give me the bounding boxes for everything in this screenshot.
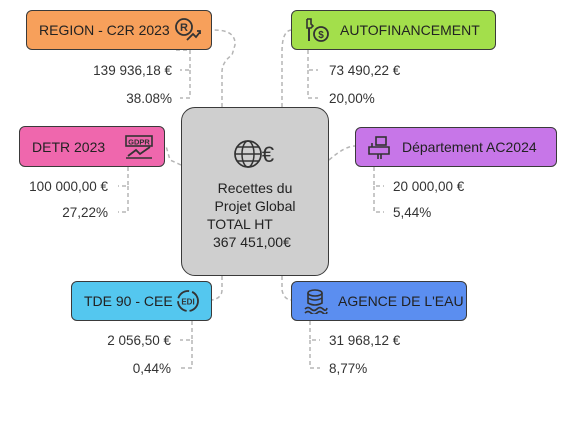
source-box-departement: Département AC2024	[355, 127, 557, 167]
water-database-icon	[302, 288, 328, 314]
center-summary-box: € Recettes du Projet Global TOTAL HT 367…	[181, 107, 329, 276]
tools-money-icon: $	[302, 16, 330, 44]
amount-agence-eau: 31 968,12 €	[329, 333, 401, 348]
mailbox-icon	[366, 134, 392, 160]
amount-region: 139 936,18 €	[93, 63, 172, 78]
percent-departement: 5,44%	[393, 205, 432, 220]
source-box-autofinancement: $ AUTOFINANCEMENT	[291, 10, 496, 50]
globe-euro-icon: €	[232, 136, 278, 172]
svg-text:GDPR: GDPR	[128, 137, 150, 146]
percent-region: 38.08%	[126, 91, 172, 106]
center-title-line2: Projet Global	[214, 198, 296, 214]
center-total-value: 367 451,00€	[213, 234, 291, 250]
percent-tde: 0,44%	[132, 361, 171, 376]
source-box-detr: DETR 2023 GDPR	[19, 126, 165, 167]
source-label-departement: Département AC2024	[402, 139, 537, 155]
edi-icon: EDI	[175, 288, 201, 314]
percent-detr: 27,22%	[62, 205, 108, 220]
svg-text:€: €	[262, 142, 274, 167]
source-box-tde: TDE 90 - CEE EDI	[71, 281, 212, 321]
registered-growth-icon: R	[173, 16, 201, 44]
percent-agence-eau: 8,77%	[329, 361, 368, 376]
center-title-line1: Recettes du	[217, 180, 293, 196]
source-label-agence-eau: AGENCE DE L'EAU	[338, 293, 464, 309]
amount-departement: 20 000,00 €	[393, 179, 465, 194]
svg-text:EDI: EDI	[181, 298, 194, 307]
amount-detr: 100 000,00 €	[29, 179, 108, 194]
source-label-region: REGION - C2R 2023	[39, 22, 170, 38]
svg-text:$: $	[318, 30, 324, 41]
percent-autofinancement: 20,00%	[329, 91, 375, 106]
source-label-detr: DETR 2023	[32, 138, 106, 155]
amount-autofinancement: 73 490,22 €	[329, 63, 401, 78]
source-label-autofinancement: AUTOFINANCEMENT	[340, 22, 480, 38]
gdpr-icon: GDPR	[124, 134, 154, 160]
source-label-tde: TDE 90 - CEE	[84, 293, 173, 309]
source-box-agence-eau: AGENCE DE L'EAU	[291, 281, 467, 321]
source-box-region: REGION - C2R 2023 R	[26, 10, 212, 50]
svg-text:R: R	[180, 22, 188, 34]
amount-tde: 2 056,50 €	[107, 333, 171, 348]
center-title-line3: TOTAL HT	[207, 216, 273, 232]
